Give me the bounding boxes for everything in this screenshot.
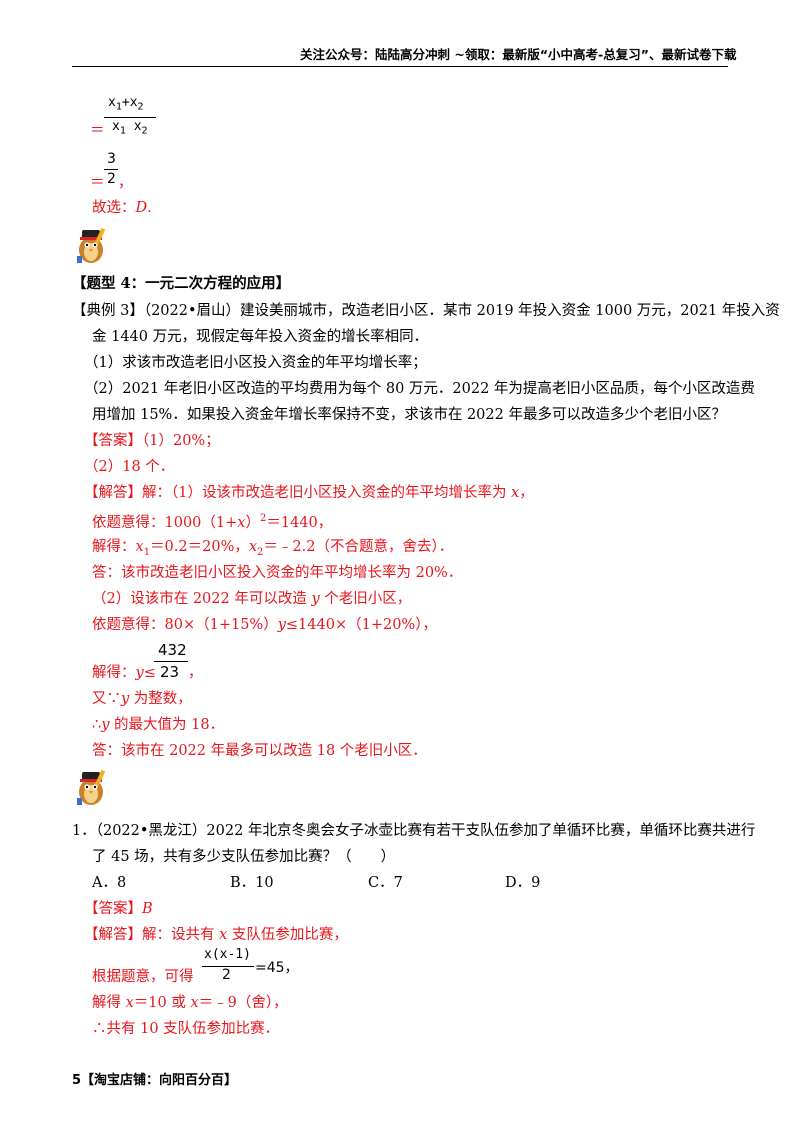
question-2-cont: 用增加 15%．如果投入资金年增长率保持不变，求该市在 2022 年最多可以改造… [92, 407, 726, 423]
solution-line: 解得 x＝10 或 x＝﹣9（舍）， [92, 995, 288, 1011]
shop-name: 【淘宝店铺：向阳百分百】 [81, 1073, 238, 1088]
page-number: 5 [72, 1073, 82, 1088]
page-footer: 5【淘宝店铺：向阳百分百】 [72, 1072, 237, 1090]
option-c: C．7 [368, 875, 403, 891]
solution-line: ∴y 的最大值为 18． [92, 717, 225, 733]
solution-line: 答：该市在 2022 年最多可以改造 18 个老旧小区． [92, 743, 427, 759]
answer-line: （2）18 个． [84, 459, 175, 475]
equals-sign: ＝ [90, 175, 105, 191]
solution-line: 【解答】解：（1）设该市改造老旧小区投入资金的年平均增长率为 x， [84, 485, 534, 501]
problem-line: 了 45 场，共有多少支队伍参加比赛？（ ） [92, 849, 396, 865]
answer-line: 【答案】B [84, 901, 153, 917]
fraction-bar [104, 117, 156, 118]
section-title: 【题型 4：一元二次方程的应用】 [72, 275, 291, 292]
mascot-icon [77, 227, 106, 263]
solution-line: 【解答】解：设共有 x 支队伍参加比赛， [84, 927, 348, 943]
question-1: （1）求该市改造老旧小区投入资金的年平均增长率； [84, 355, 427, 371]
fraction-numerator: x1+x2 [108, 95, 144, 113]
solution-line: 依题意得：80×（1+15%）y≤1440×（1+20%）， [92, 617, 437, 633]
fraction-denominator: 2 [107, 171, 116, 187]
solution-line: 根据题意，可得 [92, 969, 194, 985]
equals-sign: ＝ [90, 123, 105, 139]
problem-line: 1．（2022•黑龙江）2022 年北京冬奥会女子冰壶比赛有若干支队伍参加了单循… [72, 823, 756, 839]
solution-line: 又∵y 为整数， [92, 691, 192, 707]
solution-line: 解得：x1＝0.2＝20%，x2＝﹣2.2（不合题意，舍去）． [92, 539, 454, 558]
fraction-numerator: 3 [107, 151, 116, 167]
example-line: 【典例 3】（2022•眉山）建设美丽城市，改造老旧小区．某市 2019 年投入… [72, 303, 780, 319]
solution-line: 答：该市改造老旧小区投入资金的年平均增长率为 20%． [92, 565, 463, 581]
fraction-bar [154, 661, 188, 662]
fraction-numerator: x(x-1) [204, 947, 251, 962]
comma: ， [118, 175, 133, 191]
option-b: B．10 [230, 875, 274, 891]
page-header: 关注公众号：陆陆高分冲刺 ~领取：最新版“小中高考-总复习”、最新试卷下载 [300, 47, 737, 62]
comma: ， [188, 665, 203, 681]
mascot-icon [77, 769, 106, 805]
header-rule [72, 66, 728, 67]
fraction-denominator: x1 x2 [112, 119, 148, 137]
fraction-denominator: 2 [222, 967, 231, 983]
solution-line: （2）设该市在 2022 年可以改造 y 个老旧小区， [92, 591, 412, 607]
example-line: 金 1440 万元，现假定每年投入资金的增长率相同． [92, 329, 429, 345]
fraction-bar [104, 169, 118, 170]
equation-rhs: =45， [255, 960, 299, 976]
choice-line: 故选：D. [92, 200, 152, 216]
fraction-numerator: 432 [158, 641, 187, 659]
solution-line: 依题意得：1000（1+x）2＝1440， [92, 513, 333, 531]
question-2: （2）2021 年老旧小区改造的平均费用为每个 80 万元．2022 年为提高老… [84, 381, 755, 397]
option-d: D．9 [505, 875, 541, 891]
solution-line: ∴共有 10 支队伍参加比赛． [92, 1021, 280, 1037]
fraction-bar [202, 966, 254, 967]
answer-line: 【答案】（1）20%； [84, 433, 220, 449]
fraction-denominator: 23 [160, 663, 180, 681]
solution-line: 解得：y≤ [92, 665, 156, 681]
option-a: A．8 [92, 875, 127, 891]
